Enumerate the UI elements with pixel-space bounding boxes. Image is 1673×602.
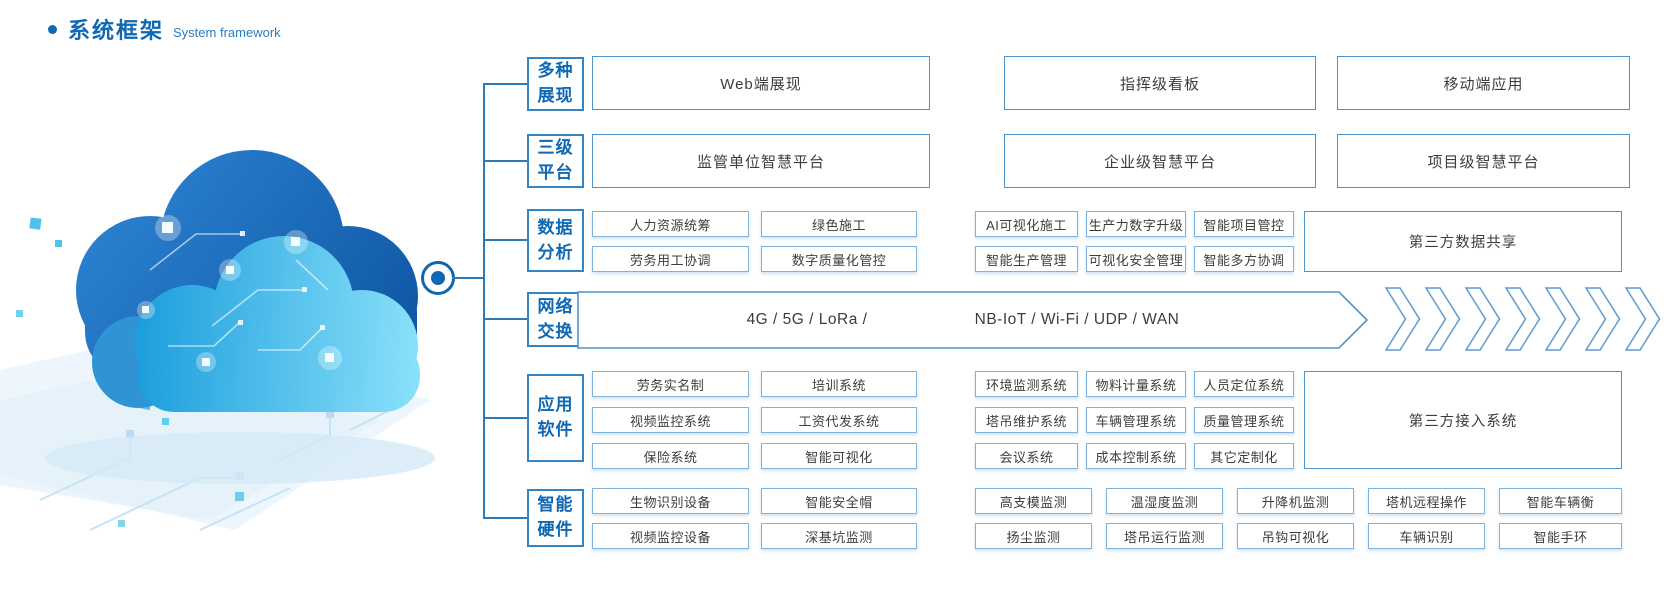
connector-line [452,277,484,279]
box-web-display: Web端展现 [592,56,930,110]
row-label-platform: 三级 平台 [527,134,584,188]
page-title: 系统框架 System framework [48,13,281,45]
diagram-box: 智能项目管控 [1194,211,1294,237]
connector-line [484,517,527,519]
row-label-data-analysis: 数据 分析 [527,209,584,272]
diagram-box: 智能多方协调 [1194,246,1294,272]
connector-node-core [431,271,445,285]
diagram-box: 劳务实名制 [592,371,749,397]
diagram-box: 成本控制系统 [1086,443,1186,469]
network-bar-shape [577,291,1369,349]
diagram-box: 车辆管理系统 [1086,407,1186,433]
row-label-hardware: 智能 硬件 [527,489,584,547]
diagram-box: 塔吊运行监测 [1106,523,1223,549]
diagram-box: 视频监控设备 [592,523,749,549]
cloud-illustration [0,150,435,531]
network-protocols-right: NB-IoT / Wi-Fi / UDP / WAN [974,310,1180,328]
connector-line [484,318,527,320]
connector-node-icon [421,261,455,295]
diagram-box: AI可视化施工 [975,211,1078,237]
box-project-platform: 项目级智慧平台 [1337,134,1630,188]
diagram-box: 扬尘监测 [975,523,1092,549]
diagram-box: 绿色施工 [761,211,917,237]
diagram-box: 高支模监测 [975,488,1092,514]
diagram-box: 可视化安全管理 [1086,246,1186,272]
diagram-box: 智能可视化 [761,443,917,469]
connector-line [484,83,527,85]
connector-trunk-line [483,83,485,519]
diagram-box: 吊钩可视化 [1237,523,1354,549]
diagram-box: 人员定位系统 [1194,371,1294,397]
title-chinese: 系统框架 [68,18,165,43]
box-regulator-platform: 监管单位智慧平台 [592,134,930,188]
diagram-box: 工资代发系统 [761,407,917,433]
network-bar: 4G / 5G / LoRa / NB-IoT / Wi-Fi / UDP / … [577,291,1377,349]
box-enterprise-platform: 企业级智慧平台 [1004,134,1316,188]
box-third-party-access-system: 第三方接入系统 [1304,371,1622,469]
connector-line [484,239,527,241]
diagram-box: 生产力数字升级 [1086,211,1186,237]
title-english: System framework [173,24,281,40]
bullet-icon [48,24,57,34]
diagram-box: 人力资源统筹 [592,211,749,237]
box-third-party-data-sharing: 第三方数据共享 [1304,211,1622,272]
connector-line [484,160,527,162]
diagram-box: 深基坑监测 [761,523,917,549]
diagram-box: 环境监测系统 [975,371,1078,397]
row-label-display: 多种 展现 [527,57,584,111]
diagram-box: 智能手环 [1499,523,1622,549]
box-mobile-app: 移动端应用 [1337,56,1630,110]
diagram-box: 会议系统 [975,443,1078,469]
diagram-box: 劳务用工协调 [592,246,749,272]
diagram-box: 车辆识别 [1368,523,1485,549]
diagram-box: 数字质量化管控 [761,246,917,272]
diagram-box: 智能生产管理 [975,246,1078,272]
diagram-box: 视频监控系统 [592,407,749,433]
diagram-box: 智能安全帽 [761,488,917,514]
box-command-board: 指挥级看板 [1004,56,1316,110]
diagram-box: 质量管理系统 [1194,407,1294,433]
diagram-box: 保险系统 [592,443,749,469]
row-label-network: 网络 交换 [527,292,584,347]
diagram-box: 升降机监测 [1237,488,1354,514]
diagram-box: 生物识别设备 [592,488,749,514]
row-label-software: 应用 软件 [527,374,584,462]
connector-line [484,417,527,419]
diagram-box: 塔机远程操作 [1368,488,1485,514]
diagram-box: 其它定制化 [1194,443,1294,469]
diagram-box: 培训系统 [761,371,917,397]
chevron-arrows-icon [1384,287,1661,351]
diagram-box: 物料计量系统 [1086,371,1186,397]
diagram-box: 智能车辆衡 [1499,488,1622,514]
network-protocols-left: 4G / 5G / LoRa / [746,310,868,328]
diagram-box: 温湿度监测 [1106,488,1223,514]
diagram-box: 塔吊维护系统 [975,407,1078,433]
